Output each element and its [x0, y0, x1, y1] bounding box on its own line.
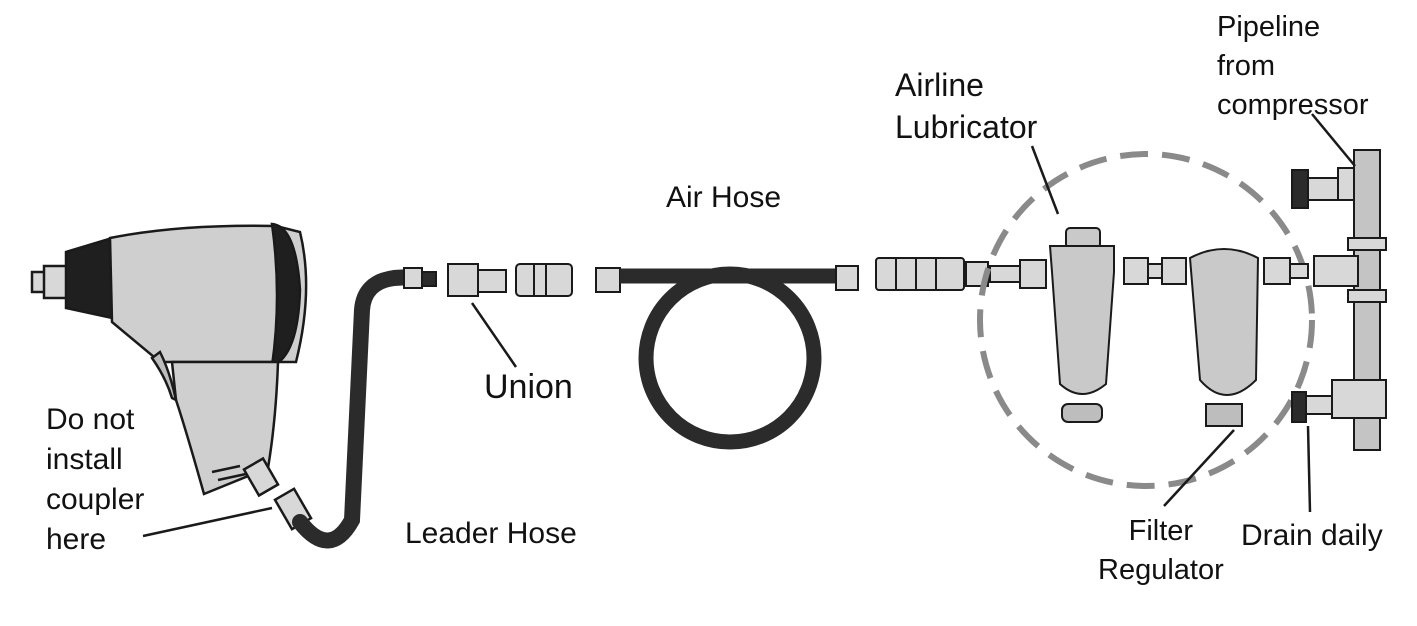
filter-regulator-unit [1161, 248, 1309, 427]
lubricator-unit [1048, 227, 1163, 423]
wrench-nose [64, 236, 114, 320]
wrench-body [108, 224, 308, 364]
leader-lines [142, 113, 1356, 538]
anvil [42, 264, 70, 300]
wrench-trigger [150, 350, 178, 403]
inline-coupler [875, 257, 1047, 291]
impact-wrench-illustration [30, 222, 313, 531]
pipeline-label: Pipeline from compressor [1217, 11, 1369, 121]
lubricator-label: Airline Lubricator [895, 67, 1038, 145]
air-hose-left-fitting [595, 267, 621, 293]
air-hose-right-fitting [835, 265, 859, 291]
leader-hose [292, 269, 418, 549]
lubricator-filter-highlight [977, 151, 1315, 489]
drain-label: Drain daily [1241, 519, 1383, 552]
leader-hose-fitting [403, 267, 437, 289]
filter-regulator-label: Filter Regulator [1098, 515, 1224, 586]
air-hose-label: Air Hose [666, 181, 782, 214]
air-hose [620, 266, 838, 450]
pipeline [1291, 149, 1387, 451]
air-inlet-fitting [242, 456, 280, 498]
no-coupler-label: Do not install coupler here [46, 403, 145, 556]
union-fitting [447, 263, 507, 297]
union-label: Union [484, 368, 573, 406]
leader-hose-label: Leader Hose [405, 517, 577, 550]
quick-coupler [515, 263, 573, 297]
wrench-rear-cap [270, 222, 302, 368]
